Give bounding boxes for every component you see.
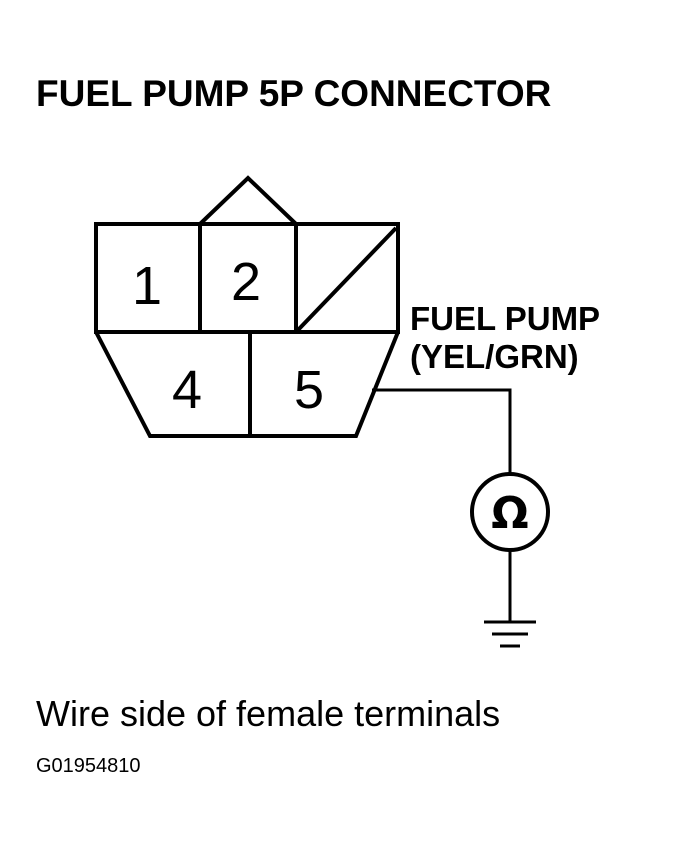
figure-code: G01954810 <box>36 755 141 777</box>
connector-lock-tab <box>198 175 298 226</box>
connector-top-row <box>94 222 400 334</box>
pin-label-2: 2 <box>231 252 261 312</box>
ground-icon <box>484 620 536 648</box>
wire-label-line2: (YEL/GRN) <box>410 338 579 375</box>
diagram-title: FUEL PUMP 5P CONNECTOR <box>36 73 551 114</box>
ohm-symbol: Ω <box>491 488 528 539</box>
connector-bottom-row <box>94 331 400 438</box>
empty-cavity-slash <box>296 226 398 332</box>
pin-label-4: 4 <box>172 360 202 420</box>
pin-label-5: 5 <box>294 360 324 420</box>
diagram-caption: Wire side of female terminals <box>36 693 500 734</box>
pin-label-1: 1 <box>132 256 162 316</box>
connector-body <box>94 175 400 438</box>
test-lead-wire <box>372 388 512 474</box>
wire-label-line1: FUEL PUMP <box>410 300 600 337</box>
ohmmeter-icon: Ω <box>470 472 550 552</box>
